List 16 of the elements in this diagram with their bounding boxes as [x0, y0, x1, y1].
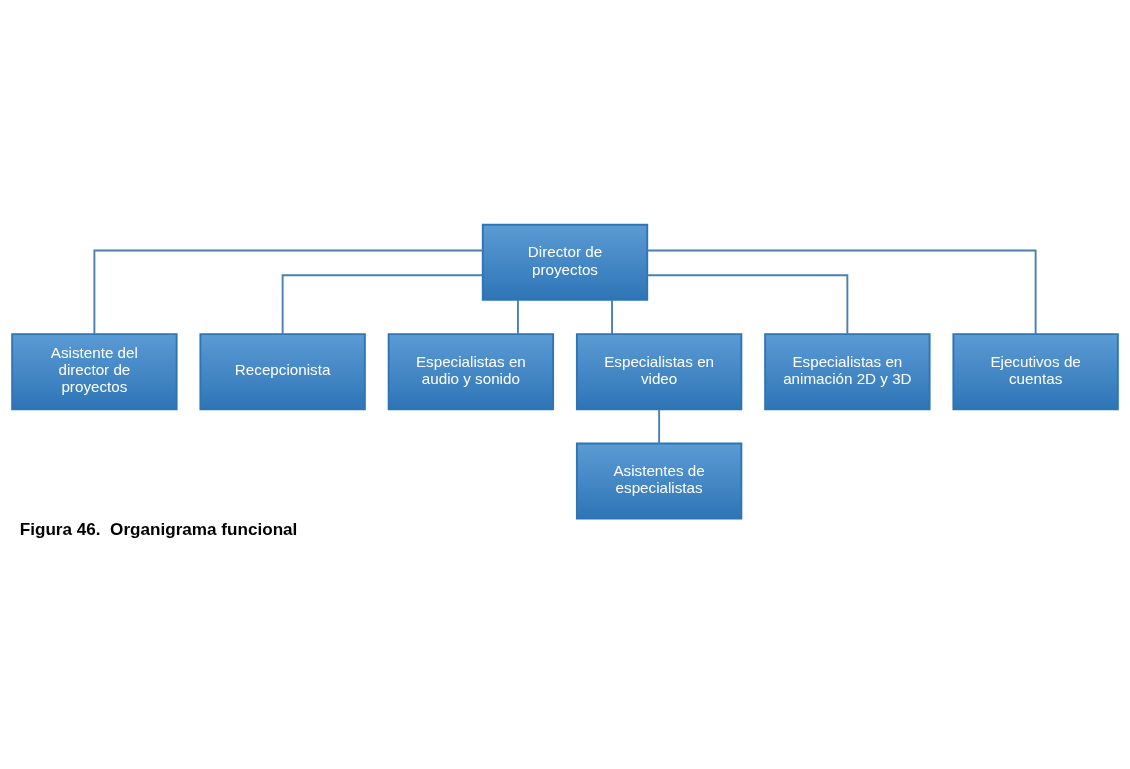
- node-box: Director de proyectos: [481, 223, 649, 301]
- node-box: Recepcionista: [199, 332, 366, 410]
- connector: [517, 298, 519, 335]
- node-box: Especialistas en animación 2D y 3D: [764, 332, 931, 410]
- connector: [611, 298, 613, 335]
- node-box: Asistentes de especialistas: [575, 442, 743, 520]
- connector: [658, 407, 661, 444]
- connector: [281, 273, 484, 335]
- caption: Figura 46. Organigrama funcional: [19, 519, 298, 539]
- connector: [646, 273, 849, 335]
- node-box: Ejecutivos de cuentas: [952, 332, 1119, 410]
- node-box: Especialistas en video: [575, 332, 743, 410]
- connector: [646, 249, 1037, 335]
- node-box: Especialistas en audio y sonido: [387, 332, 555, 410]
- connector: [93, 249, 484, 335]
- node-box: Asistente del director de proyectos: [11, 332, 178, 410]
